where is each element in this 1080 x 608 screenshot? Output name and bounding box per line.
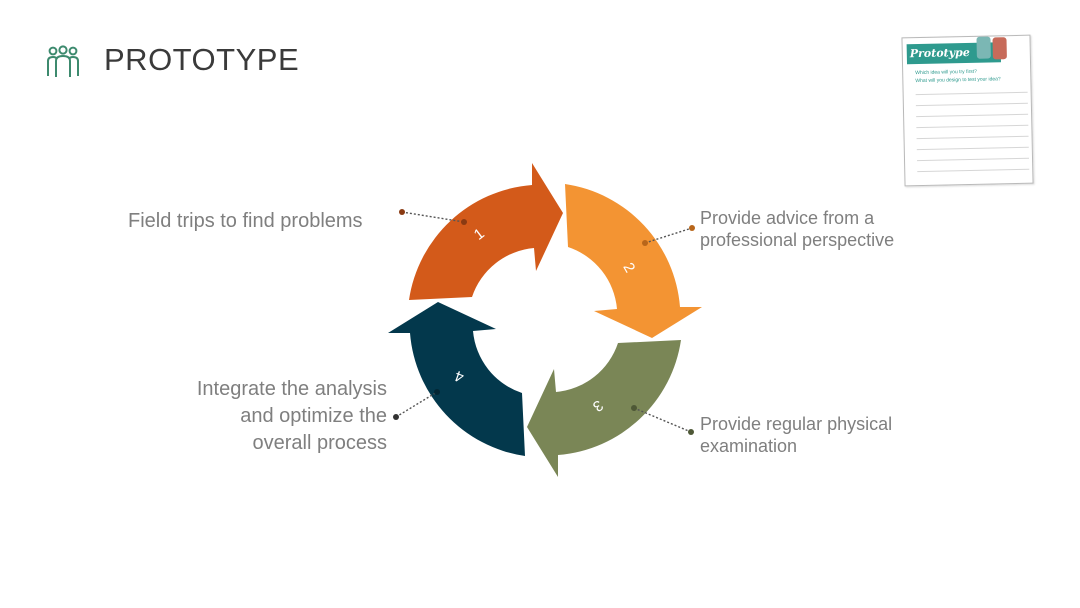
step-label-2-line-2: professional perspective <box>700 230 895 250</box>
connector-2 <box>642 225 695 246</box>
step-label-4: Integrate the analysis and optimize the … <box>150 376 387 457</box>
connector-3 <box>631 405 694 435</box>
people-group-icon <box>47 45 79 77</box>
cycle-arrow-4 <box>388 302 525 456</box>
cycle-arrow-2 <box>565 184 702 338</box>
connector-1 <box>399 209 467 225</box>
step-label-2: Provide advice from a professional persp… <box>700 207 894 251</box>
step-label-3: Provide regular physical examination <box>700 413 892 457</box>
step-label-4-line-1: Integrate the analysis <box>196 378 387 400</box>
step-label-1: Field trips to find problems <box>128 210 363 232</box>
step-label-3-line-2: examination <box>700 436 798 456</box>
page-title: PROTOTYPE <box>104 42 300 77</box>
step-label-2-line-1: Provide advice from a <box>700 208 875 228</box>
cycle-arrow-1 <box>409 163 563 300</box>
step-label-4-line-2: and optimize the <box>240 405 387 427</box>
step-label-4-line-3: overall process <box>252 432 387 454</box>
connector-4 <box>393 389 440 420</box>
step-label-3-line-1: Provide regular physical <box>700 414 893 434</box>
cycle-arrow-3 <box>527 340 681 477</box>
